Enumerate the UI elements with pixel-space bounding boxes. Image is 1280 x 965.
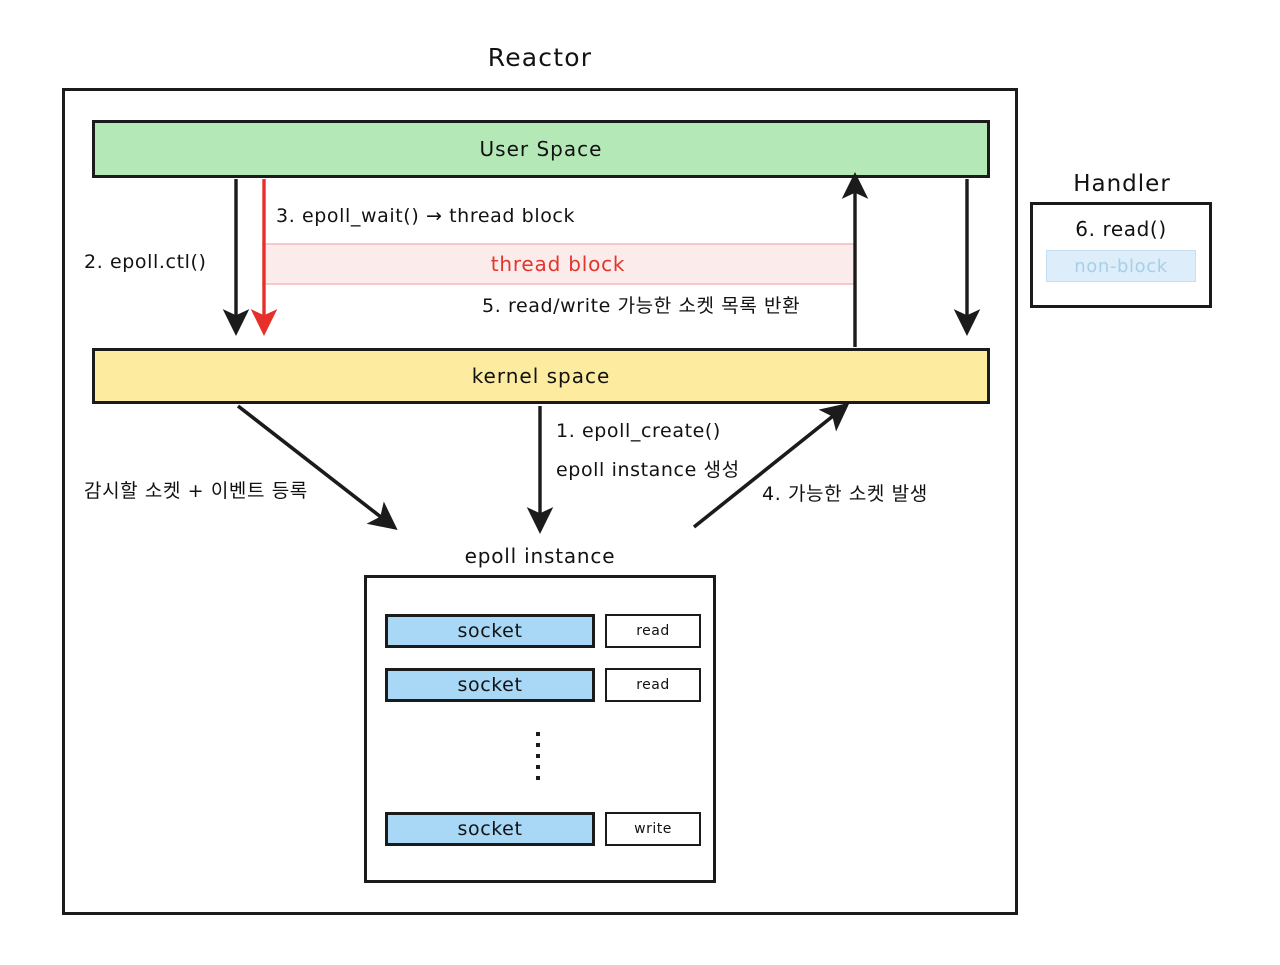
kernel-space-box[interactable]: kernel space (92, 348, 990, 404)
handler-read-label: 6. read() (1075, 217, 1167, 241)
socket-op-box[interactable]: read (605, 668, 701, 702)
label-watch-register: 감시할 소켓 + 이벤트 등록 (84, 480, 308, 502)
label-socket-possible: 4. 가능한 소켓 발생 (762, 483, 928, 505)
vertical-ellipsis-icon (534, 732, 542, 780)
socket-box[interactable]: socket (385, 812, 595, 846)
socket-box[interactable]: socket (385, 614, 595, 648)
label-epoll-instance-create: epoll instance 생성 (556, 459, 740, 481)
page-title: Reactor (487, 43, 593, 72)
socket-op-box[interactable]: write (605, 812, 701, 846)
user-space-box[interactable]: User Space (92, 120, 990, 178)
thread-block-label: thread block (490, 252, 626, 276)
socket-box[interactable]: socket (385, 668, 595, 702)
kernel-space-label: kernel space (471, 364, 611, 388)
reactor-frame (62, 88, 1018, 915)
epoll-instance-label: epoll instance (464, 544, 616, 568)
user-space-label: User Space (479, 137, 603, 161)
label-epoll-create: 1. epoll_create() (556, 420, 721, 442)
non-block-badge: non-block (1046, 250, 1196, 282)
socket-row[interactable]: socket write (385, 812, 701, 846)
socket-op-box[interactable]: read (605, 614, 701, 648)
label-read-write-return: 5. read/write 가능한 소켓 목록 반환 (482, 295, 801, 317)
label-epoll-ctl: 2. epoll.ctl() (84, 251, 207, 273)
socket-row[interactable]: socket read (385, 614, 701, 648)
socket-row[interactable]: socket read (385, 668, 701, 702)
thread-block-band: thread block (262, 243, 854, 285)
handler-title: Handler (1073, 171, 1171, 197)
label-epoll-wait: 3. epoll_wait() → thread block (276, 205, 576, 227)
